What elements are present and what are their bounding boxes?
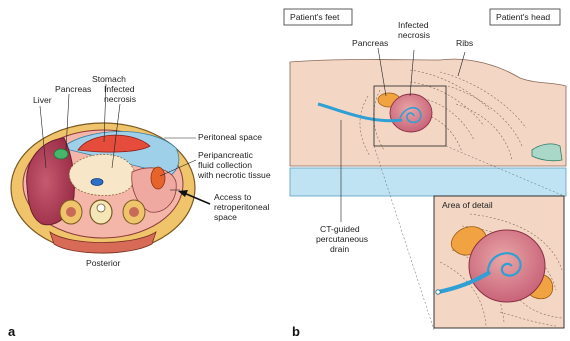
label-ct-drain-1: CT-guided — [320, 224, 360, 234]
label-pancreas-a: Pancreas — [55, 84, 91, 94]
label-access-3: space — [214, 212, 237, 222]
label-ct-drain-3: drain — [330, 244, 349, 254]
gallbladder — [54, 149, 68, 159]
colon-right — [151, 167, 165, 189]
panel-letter-b: b — [292, 324, 300, 339]
label-area-of-detail: Area of detail — [442, 200, 493, 210]
label-infected-necrosis-b-2: necrosis — [398, 30, 430, 40]
label-pancreas-b: Pancreas — [352, 38, 388, 48]
label-liver: Liver — [33, 95, 52, 105]
label-peripancreatic-2: fluid collection — [198, 160, 252, 170]
label-patients-head: Patient's head — [496, 12, 550, 22]
label-stomach: Stomach — [92, 74, 126, 84]
drain-entry — [436, 290, 440, 294]
panel-b-side-view: Patient's feet Patient's head — [284, 9, 566, 339]
pancreas-organ — [91, 179, 103, 186]
ct-table — [290, 168, 566, 196]
label-infected-necrosis-a-2: necrosis — [104, 94, 136, 104]
label-infected-necrosis-a-1: Infected — [104, 84, 135, 94]
label-ribs: Ribs — [456, 38, 473, 48]
label-peritoneal-space: Peritoneal space — [198, 132, 262, 142]
vertebra-canal — [97, 204, 105, 212]
label-ct-drain-2: percutaneous — [316, 234, 368, 244]
label-peripancreatic-1: Peripancreatic — [198, 150, 254, 160]
label-peripancreatic-3: with necrotic tissue — [197, 170, 271, 180]
area-of-detail-inset: Area of detail — [434, 196, 564, 328]
necrosis-sac-inset — [469, 230, 545, 302]
label-access-1: Access to — [214, 192, 251, 202]
necrosis-region — [69, 154, 135, 195]
label-access-2: retroperitoneal — [214, 202, 270, 212]
label-patients-feet: Patient's feet — [290, 12, 340, 22]
label-posterior: Posterior — [86, 258, 121, 268]
left-kidney-core — [66, 207, 76, 217]
right-kidney-core — [129, 207, 139, 217]
label-infected-necrosis-b-1: Infected — [398, 20, 429, 30]
panel-a-cross-section: Stomach Pancreas Infected necrosis Liver… — [8, 74, 271, 339]
panel-letter-a: a — [8, 324, 16, 339]
